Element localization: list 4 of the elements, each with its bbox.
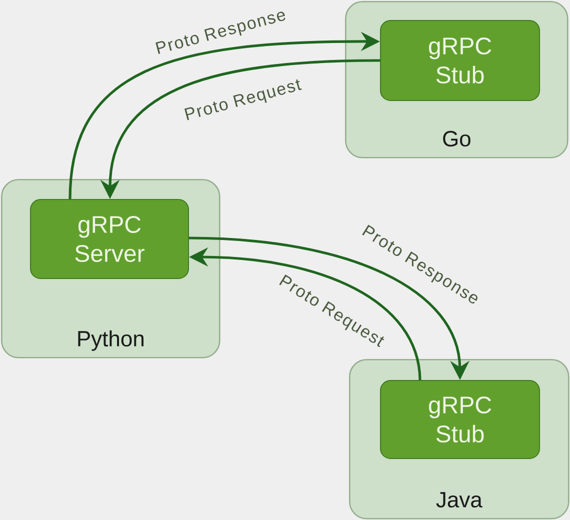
edge-label: Proto Request — [182, 78, 304, 124]
component-box: gRPC Stub — [380, 380, 540, 459]
component-box: gRPC Stub — [380, 20, 540, 101]
component-box: gRPC Server — [30, 199, 189, 279]
